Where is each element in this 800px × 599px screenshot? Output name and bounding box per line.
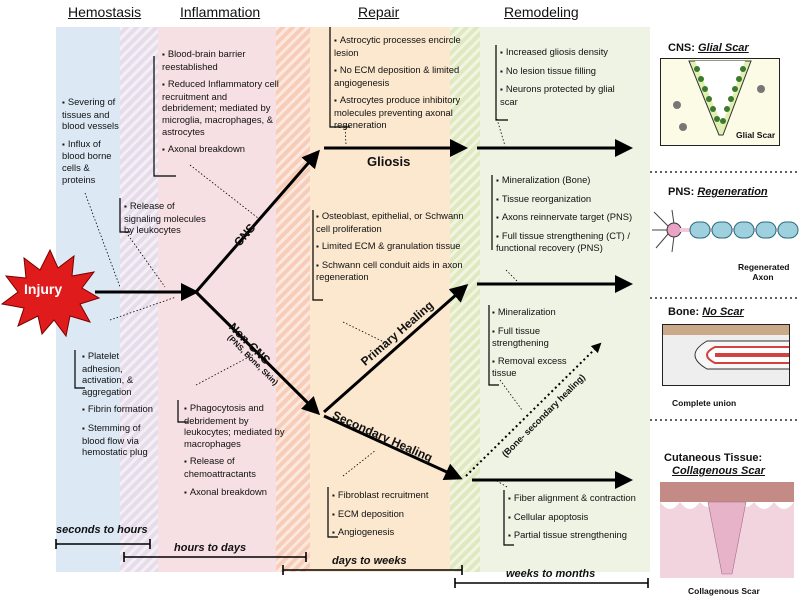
- injury-label: Injury: [24, 281, 63, 297]
- glial-scar-caption: Glial Scar: [736, 130, 776, 140]
- timeline-seconds-to-hours: seconds to hours: [56, 524, 148, 536]
- phase-inflammation: Inflammation: [180, 4, 261, 20]
- repair-bottom-notes: Fibroblast recruitment ECM deposition An…: [332, 489, 452, 545]
- regeneration-illustration: [652, 209, 799, 253]
- phase-remodeling: Remodeling: [504, 4, 579, 20]
- inflammation-bottom-notes: Phagocytosis and debridement by leukocyt…: [184, 402, 296, 504]
- remodel-pns-notes: Mineralization (Bone) Tissue reorganizat…: [496, 174, 646, 260]
- inflammation-top-notes: Blood-brain barrier reestablished Reduce…: [162, 48, 280, 162]
- glial-scar-panel: [660, 58, 780, 146]
- bone-illustration: [663, 325, 789, 385]
- collagenous-scar-illustration: [660, 482, 794, 578]
- hemostasis-inflammation-transition: [120, 27, 158, 572]
- secondary-healing-arrow: [323, 414, 463, 480]
- non-cns-branch: [194, 290, 321, 416]
- remodel-skin-notes: Fiber alignment & contraction Cellular a…: [508, 492, 650, 548]
- complete-union-caption: Complete union: [672, 398, 737, 408]
- pns-outcome-title: PNS: Regeneration: [668, 186, 768, 198]
- gliosis-label: Gliosis: [367, 154, 411, 169]
- collagenous-scar-caption: Collagenous Scar: [688, 586, 760, 596]
- cns-branch: [194, 149, 320, 293]
- timeline-hours-to-days: hours to days: [174, 542, 247, 554]
- remodel-bone-notes: Mineralization Full tissue strengthening…: [492, 306, 592, 385]
- bone-outcome-title: Bone: No Scar: [668, 306, 744, 318]
- glial-scar-illustration: [673, 60, 765, 136]
- injury-starburst-icon: [0, 248, 100, 338]
- phase-hemostasis: Hemostasis: [68, 4, 142, 20]
- hemostasis-top-notes: Severing of tissues and blood vessels In…: [62, 96, 124, 191]
- repair-top-notes: Astrocytic processes encircle lesion No …: [334, 34, 476, 136]
- skin-outcome-subtitle: Collagenous Scar: [672, 465, 765, 477]
- inflammation-mid-notes: Release of signaling molecules by leukoc…: [124, 200, 208, 242]
- hemostasis-bottom-notes: Platelet adhesion, activation, & aggrega…: [82, 350, 154, 464]
- phase-repair: Repair: [358, 4, 400, 20]
- primary-healing-arrow: [323, 284, 469, 414]
- timeline-weeks-to-months: weeks to months: [506, 568, 596, 580]
- repair-mid-notes: Osteoblast, epithelial, or Schwann cell …: [316, 210, 466, 289]
- skin-outcome-title: Cutaneous Tissue:: [664, 452, 763, 464]
- inflammation-repair-transition: [276, 27, 310, 572]
- bone-panel: [662, 324, 790, 386]
- remodel-cns-notes: Increased gliosis density No lesion tiss…: [500, 46, 630, 113]
- regenerated-axon-caption: Regenerated Axon: [738, 262, 790, 282]
- cns-outcome-title: CNS: Glial Scar: [668, 42, 749, 54]
- timeline-days-to-weeks: days to weeks: [332, 555, 407, 567]
